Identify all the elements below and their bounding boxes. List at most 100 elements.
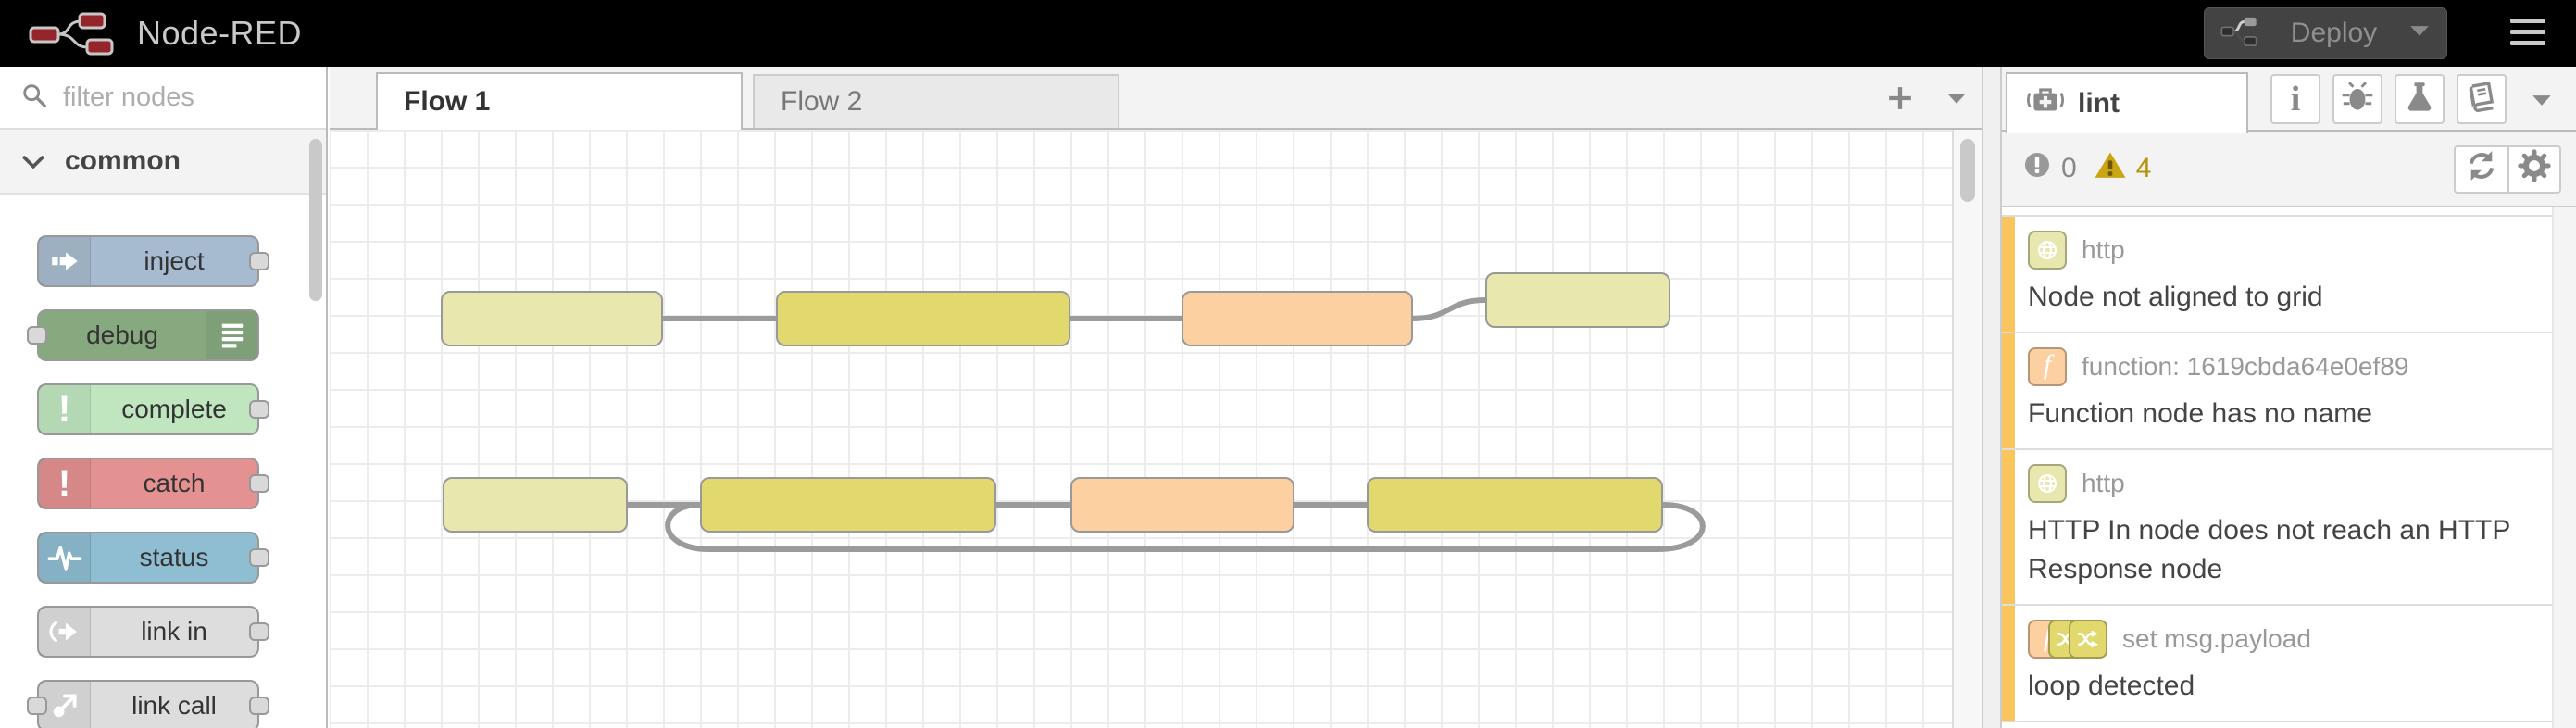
error-count: 0 (2061, 153, 2077, 183)
canvas-scrollbar[interactable] (1952, 130, 1982, 728)
output-port[interactable] (249, 252, 269, 270)
flow-node-c-function[interactable] (1182, 291, 1413, 346)
palette-node-label: complete (121, 395, 227, 423)
sidebar-tab-lint[interactable]: lint (2006, 72, 2248, 133)
node-red-logo-icon (28, 9, 128, 62)
lint-issue-4[interactable]: f set msg.payload loop detected (2002, 606, 2552, 722)
flow-list-chevron-icon[interactable] (1946, 93, 1967, 109)
palette-node-debug[interactable]: debug (27, 309, 259, 361)
output-port[interactable] (249, 697, 269, 715)
lint-issue-node-name: http (2082, 235, 2125, 264)
lint-issue-message: Function node has no name (2028, 398, 2372, 429)
sidebar-tab-info[interactable]: i (2270, 74, 2320, 124)
linkcall-icon (39, 682, 91, 728)
function-node-icon: f (2028, 347, 2067, 386)
inject-icon (39, 237, 91, 285)
exclaim-icon: ! (39, 385, 91, 433)
sidebar-tab-help[interactable] (2457, 74, 2507, 124)
palette-scrollbar[interactable] (309, 139, 322, 301)
palette-node-inject[interactable]: inject (37, 235, 269, 287)
palette-node-catch[interactable]: ! catch (37, 458, 269, 509)
search-icon (20, 82, 48, 114)
lint-toolbar: 0 4 (2002, 132, 2576, 207)
node-icon-stack: f (2028, 620, 2107, 659)
palette-node-label: inject (144, 246, 205, 275)
lint-issue-message: loop detected (2028, 671, 2195, 701)
flask-icon (2403, 81, 2436, 119)
lint-issue-node: f set msg.payload (2028, 619, 2537, 659)
output-port[interactable] (249, 474, 269, 493)
sidebar-tabs-chevron-icon[interactable] (2532, 94, 2552, 111)
node-icon-stack: f (2028, 347, 2067, 386)
deploy-chevron-down-icon[interactable] (2409, 25, 2430, 42)
flow-node-g-function-1[interactable] (1070, 477, 1294, 533)
warning-count-icon (2094, 151, 2127, 187)
warning-stripe (2002, 333, 2015, 448)
status-icon (39, 533, 91, 582)
add-flow-button[interactable] (1887, 85, 1915, 113)
output-port[interactable] (249, 622, 269, 641)
palette-node-link-call[interactable]: link call (27, 680, 269, 728)
chevron-down-icon (22, 145, 44, 177)
palette-category-common[interactable]: common (0, 130, 326, 195)
palette-node-complete[interactable]: ! complete (37, 383, 269, 435)
sidebar-tab-test[interactable] (2395, 74, 2445, 124)
lint-issue-message: HTTP In node does not reach an HTTP Resp… (2028, 515, 2510, 584)
lint-issue-message: Node not aligned to grid (2028, 282, 2323, 312)
sidebar-splitter[interactable] (1982, 67, 2002, 728)
input-port[interactable] (27, 697, 47, 715)
http-node-icon (2028, 464, 2067, 503)
wire-layer (625, 297, 1706, 552)
sidebar-tab-debug[interactable] (2332, 74, 2382, 124)
flow-tab-1[interactable]: Flow 1 (376, 72, 743, 130)
lint-issue-node: http (2028, 230, 2537, 270)
wire[interactable] (665, 502, 1706, 552)
palette-node-label: catch (143, 469, 206, 497)
gear-icon (2518, 149, 2551, 190)
warning-stripe (2002, 217, 2015, 332)
node-palette: common inject debug! complete! catch statu… (0, 67, 328, 728)
debug-icon (206, 311, 257, 359)
lint-toolbar-buttons (2454, 145, 2561, 194)
flow-node-a--get-data[interactable] (441, 291, 663, 346)
output-port[interactable] (249, 548, 269, 567)
input-port[interactable] (27, 326, 47, 345)
palette-node-list: inject debug! complete! catch status link … (0, 195, 326, 728)
lint-issue-node: f function: 1619cbda64e0ef89 (2028, 346, 2537, 387)
flow-node-e-http[interactable] (443, 477, 628, 533)
lint-settings-button[interactable] (2507, 147, 2559, 192)
refresh-button[interactable] (2456, 147, 2507, 192)
canvas-scrollbar-thumb[interactable] (1960, 139, 1975, 202)
warning-stripe (2002, 606, 2015, 721)
wire[interactable] (1410, 297, 1488, 321)
flow-node-b-set-msg-payload[interactable] (776, 291, 1070, 346)
deploy-button[interactable]: Deploy (2204, 7, 2447, 59)
flow-tab-2[interactable]: Flow 2 (753, 74, 1119, 128)
flow-node-h-set-msg-payload[interactable] (1367, 477, 1663, 533)
flow-node-d-http[interactable] (1485, 272, 1670, 328)
lint-list-scroll-gutter (2552, 207, 2576, 728)
error-count-icon (2022, 150, 2052, 187)
app-title: Node-RED (137, 14, 303, 52)
lint-issue-node-name: http (2082, 469, 2125, 497)
hamburger-menu-icon[interactable] (2510, 19, 2547, 48)
deploy-label: Deploy (2290, 18, 2378, 48)
lint-issue-node: http (2028, 463, 2537, 504)
palette-node-label: debug (86, 320, 158, 349)
palette-node-status[interactable]: status (37, 532, 269, 584)
header: Node-RED Deploy (0, 0, 2576, 67)
flow-canvas[interactable] (330, 130, 1952, 728)
palette-node-link-in[interactable]: link in (37, 606, 269, 658)
sidebar-tab-lint-label: lint (2078, 88, 2120, 119)
exclaim-icon: ! (39, 459, 91, 508)
flow-node-f-set-msg-payload[interactable] (700, 477, 996, 533)
lint-issue-node-name: function: 1619cbda64e0ef89 (2082, 352, 2409, 381)
output-port[interactable] (249, 400, 269, 419)
palette-node-label: link call (131, 691, 217, 720)
filter-nodes-input[interactable] (61, 81, 274, 114)
